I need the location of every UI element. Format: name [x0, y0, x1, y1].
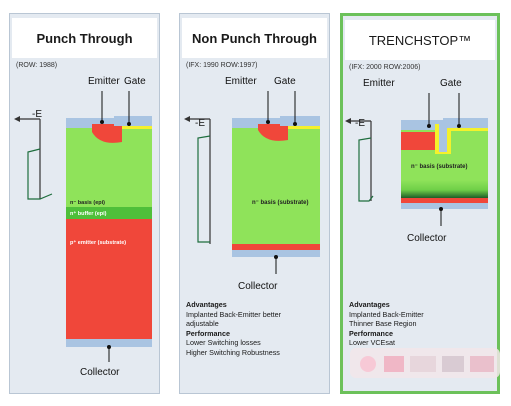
e-field-arrowhead — [345, 118, 351, 124]
panel-trenchstop: TRENCHSTOP™ (IFX: 2000 ROW:2006) -E — [340, 13, 500, 394]
emitter-contact — [100, 120, 104, 124]
gate-contact — [127, 122, 131, 126]
gate-contact — [457, 124, 461, 128]
e-field-label: -E — [32, 109, 42, 120]
e-field-profile — [197, 135, 211, 243]
emitter-label: Emitter — [88, 76, 120, 87]
advantages-heading: Advantages — [186, 300, 227, 309]
field-stop-layer — [401, 180, 488, 198]
watermark — [350, 348, 500, 378]
p-body — [401, 132, 446, 150]
advantage-item: adjustable — [186, 319, 219, 329]
gate-oxide — [451, 128, 488, 131]
top-metal — [66, 118, 152, 128]
e-field-arrowhead — [184, 116, 190, 122]
layer-label: n⁺ buffer (epi) — [70, 210, 107, 217]
advantage-item: Thinner Base Region — [349, 319, 417, 329]
panel-subtitle: (ROW: 1988) — [16, 62, 58, 69]
igbt-cross-section: -E Emitter Gate n⁻ basis (substrate) Col… — [184, 76, 320, 292]
gate-label: Gate — [274, 76, 296, 87]
p-body — [258, 124, 288, 141]
advantages-block: Advantages Implanted Back-Emitter better… — [186, 300, 281, 358]
advantage-item: Implanted Back-Emitter — [349, 309, 424, 319]
gate-label: Gate — [124, 76, 146, 87]
performance-item: Higher Switching Robustness — [186, 347, 280, 357]
advantages-heading: Advantages — [349, 300, 390, 309]
panel-subtitle: (IFX: 2000 ROW:2006) — [349, 64, 421, 71]
p-emitter-layer — [232, 244, 320, 250]
gate-label: Gate — [440, 78, 462, 89]
p-emitter-layer — [66, 219, 152, 339]
layer-label: p⁺ emitter (substrate) — [70, 239, 126, 246]
igbt-cross-section: -E Emitter Gate n⁻ basis (epi) n⁺ buffer… — [14, 76, 152, 378]
performance-heading: Performance — [349, 328, 393, 338]
layer-label: n⁻ basis (substrate) — [252, 200, 309, 206]
panel-title: Punch Through — [12, 18, 157, 58]
n-buffer-layer — [66, 207, 152, 219]
emitter-contact — [266, 120, 270, 124]
bottom-metal — [401, 203, 488, 209]
performance-item: Lower Switching losses — [186, 338, 261, 348]
gate-oxide — [288, 126, 320, 129]
n-basis-layer — [232, 128, 320, 244]
emitter-label: Emitter — [363, 78, 395, 89]
performance-item: Lower VCEsat — [349, 338, 395, 348]
gate-oxide — [122, 126, 152, 129]
layer-label: n⁻ basis (epi) — [70, 200, 105, 206]
panel-subtitle: (IFX: 1990 ROW:1997) — [186, 62, 258, 69]
advantages-block: Advantages Implanted Back-Emitter Thinne… — [349, 300, 424, 348]
trench-gate — [439, 124, 447, 152]
e-field-label: -E — [195, 118, 205, 129]
bottom-metal — [232, 250, 320, 257]
gate-metal — [114, 116, 152, 126]
collector-label: Collector — [80, 367, 120, 378]
p-body — [92, 124, 122, 143]
panel-punch-through: Punch Through (ROW: 1988) -E Emitter Gat… — [9, 13, 160, 394]
e-field-label: -E — [355, 118, 365, 129]
advantage-item: Implanted Back-Emitter better — [186, 309, 282, 319]
panel-non-punch-through: Non Punch Through (IFX: 1990 ROW:1997) -… — [179, 13, 330, 394]
p-emitter-layer — [401, 198, 488, 203]
performance-heading: Performance — [186, 328, 230, 338]
panel-title: TRENCHSTOP™ — [345, 20, 495, 60]
top-metal — [232, 118, 320, 128]
e-field-profile — [27, 148, 53, 200]
emitter-contact — [427, 124, 431, 128]
e-field-arrowhead — [14, 116, 20, 122]
collector-label: Collector — [238, 281, 278, 292]
e-field-profile — [358, 137, 374, 202]
collector-contact — [107, 345, 111, 349]
collector-contact — [439, 207, 443, 211]
gate-metal — [280, 116, 320, 126]
igbt-cross-section: -E Emitter Gate n⁻ basis (substrate) Col… — [345, 78, 488, 244]
layer-label: n⁻ basis (substrate) — [411, 164, 468, 170]
panel-title: Non Punch Through — [182, 18, 327, 58]
emitter-label: Emitter — [225, 76, 257, 87]
collector-label: Collector — [407, 233, 447, 244]
gate-metal — [443, 118, 488, 128]
collector-contact — [274, 255, 278, 259]
bottom-metal — [66, 339, 152, 347]
gate-contact — [293, 122, 297, 126]
